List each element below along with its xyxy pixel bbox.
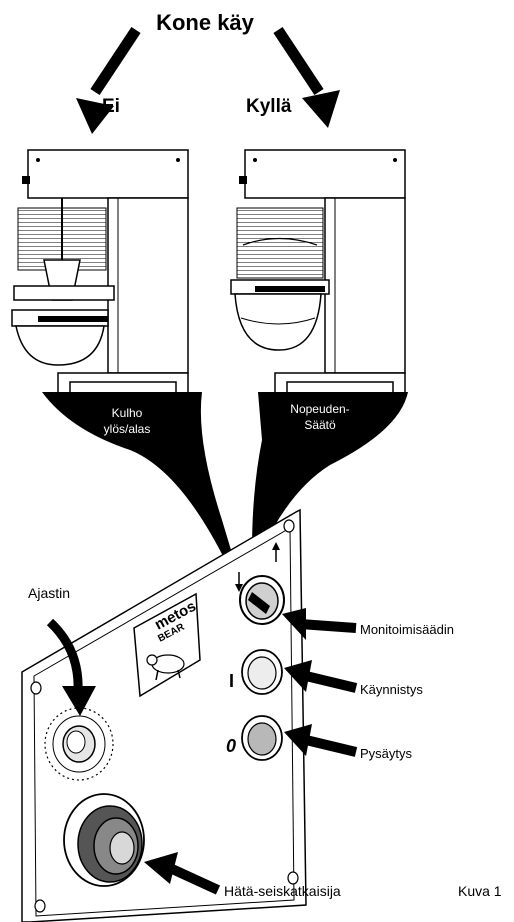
multi-control-label: Monitoimisäädin — [360, 622, 454, 637]
yes-arrow-icon — [273, 26, 340, 128]
no-arrow-icon — [76, 26, 141, 134]
emergency-arrow-icon — [144, 852, 221, 895]
funnel-right-line2: Säätö — [304, 418, 336, 432]
up-arrow-icon — [272, 542, 280, 562]
bear-icon — [146, 654, 185, 681]
multi-function-knob[interactable] — [239, 575, 285, 625]
title-label: Kone käy — [156, 10, 255, 35]
funnel-left-line2: ylös/alas — [104, 422, 151, 436]
funnel-right-line1: Nopeuden- — [290, 402, 349, 416]
metos-bear-logo: metos BEAR — [133, 592, 201, 698]
stop-label: Pysäytys — [360, 746, 413, 761]
start-arrow-icon — [284, 660, 358, 693]
funnel-speed-control — [252, 392, 408, 550]
down-arrow-icon — [235, 572, 243, 592]
no-label: Ei — [102, 96, 120, 117]
start-button[interactable] — [241, 649, 283, 695]
stop-arrow-icon — [284, 724, 358, 757]
start-symbol: I — [229, 671, 234, 691]
timer-dial[interactable] — [44, 707, 114, 781]
yes-label: Kyllä — [246, 96, 292, 117]
mixer-bowl-down — [11, 149, 189, 396]
figure-label: Kuva 1 — [458, 883, 502, 899]
timer-arrow-icon — [46, 618, 96, 716]
mixer-bowl-up — [230, 149, 406, 396]
emergency-stop-button[interactable] — [63, 793, 145, 887]
funnel-bowl-up-down — [42, 392, 234, 562]
multi-control-arrow-icon — [282, 608, 357, 640]
start-label: Käynnistys — [360, 682, 423, 697]
timer-label: Ajastin — [28, 585, 70, 601]
stop-button[interactable] — [241, 715, 283, 761]
funnel-left-line1: Kulho — [112, 406, 143, 420]
stop-symbol: 0 — [226, 736, 236, 756]
emergency-label: Hätä-seiskatkaisija — [224, 883, 341, 899]
